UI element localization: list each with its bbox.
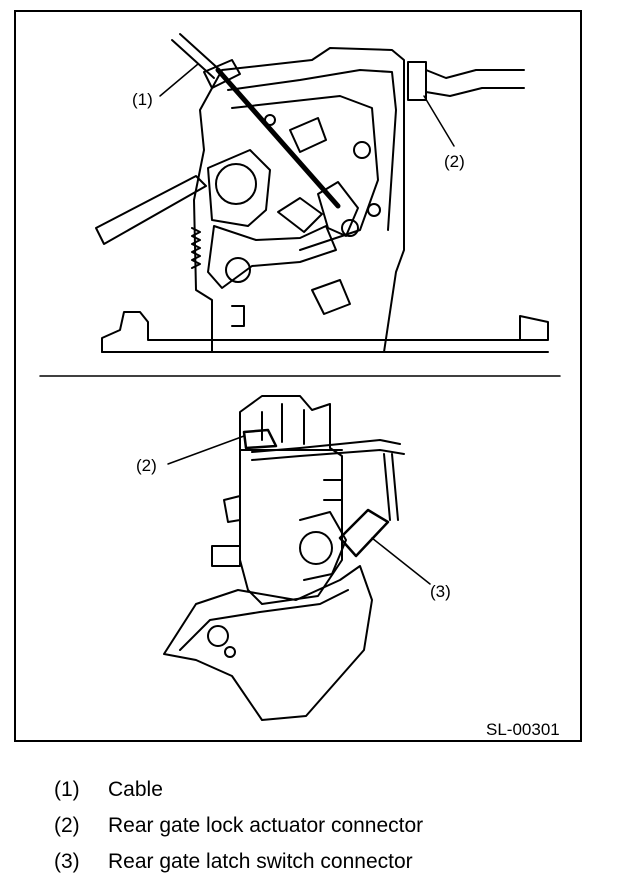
callout-bottom-2: (2): [136, 456, 157, 475]
top-latch-assembly: [95, 33, 549, 353]
legend-item: (3) Rear gate latch switch connector: [54, 844, 614, 880]
legend-item: (1) Cable: [54, 772, 614, 808]
figure-id: SL-00301: [486, 720, 560, 739]
legend-number: (3): [54, 850, 80, 873]
legend-text: Cable: [108, 778, 163, 801]
legend-item: (2) Rear gate lock actuator connector: [54, 808, 614, 844]
callout-bottom-3: (3): [430, 582, 451, 601]
legend-text: Rear gate lock actuator connector: [108, 814, 424, 837]
legend: (1) Cable (2) Rear gate lock actuator co…: [54, 772, 614, 880]
figure-frame: [14, 10, 582, 742]
legend-text: Rear gate latch switch connector: [108, 850, 413, 873]
bottom-actuator-assembly: [163, 395, 431, 721]
callout-top-1: (1): [132, 90, 153, 109]
callout-top-2: (2): [444, 152, 465, 171]
legend-number: (1): [54, 778, 80, 801]
legend-number: (2): [54, 814, 80, 837]
